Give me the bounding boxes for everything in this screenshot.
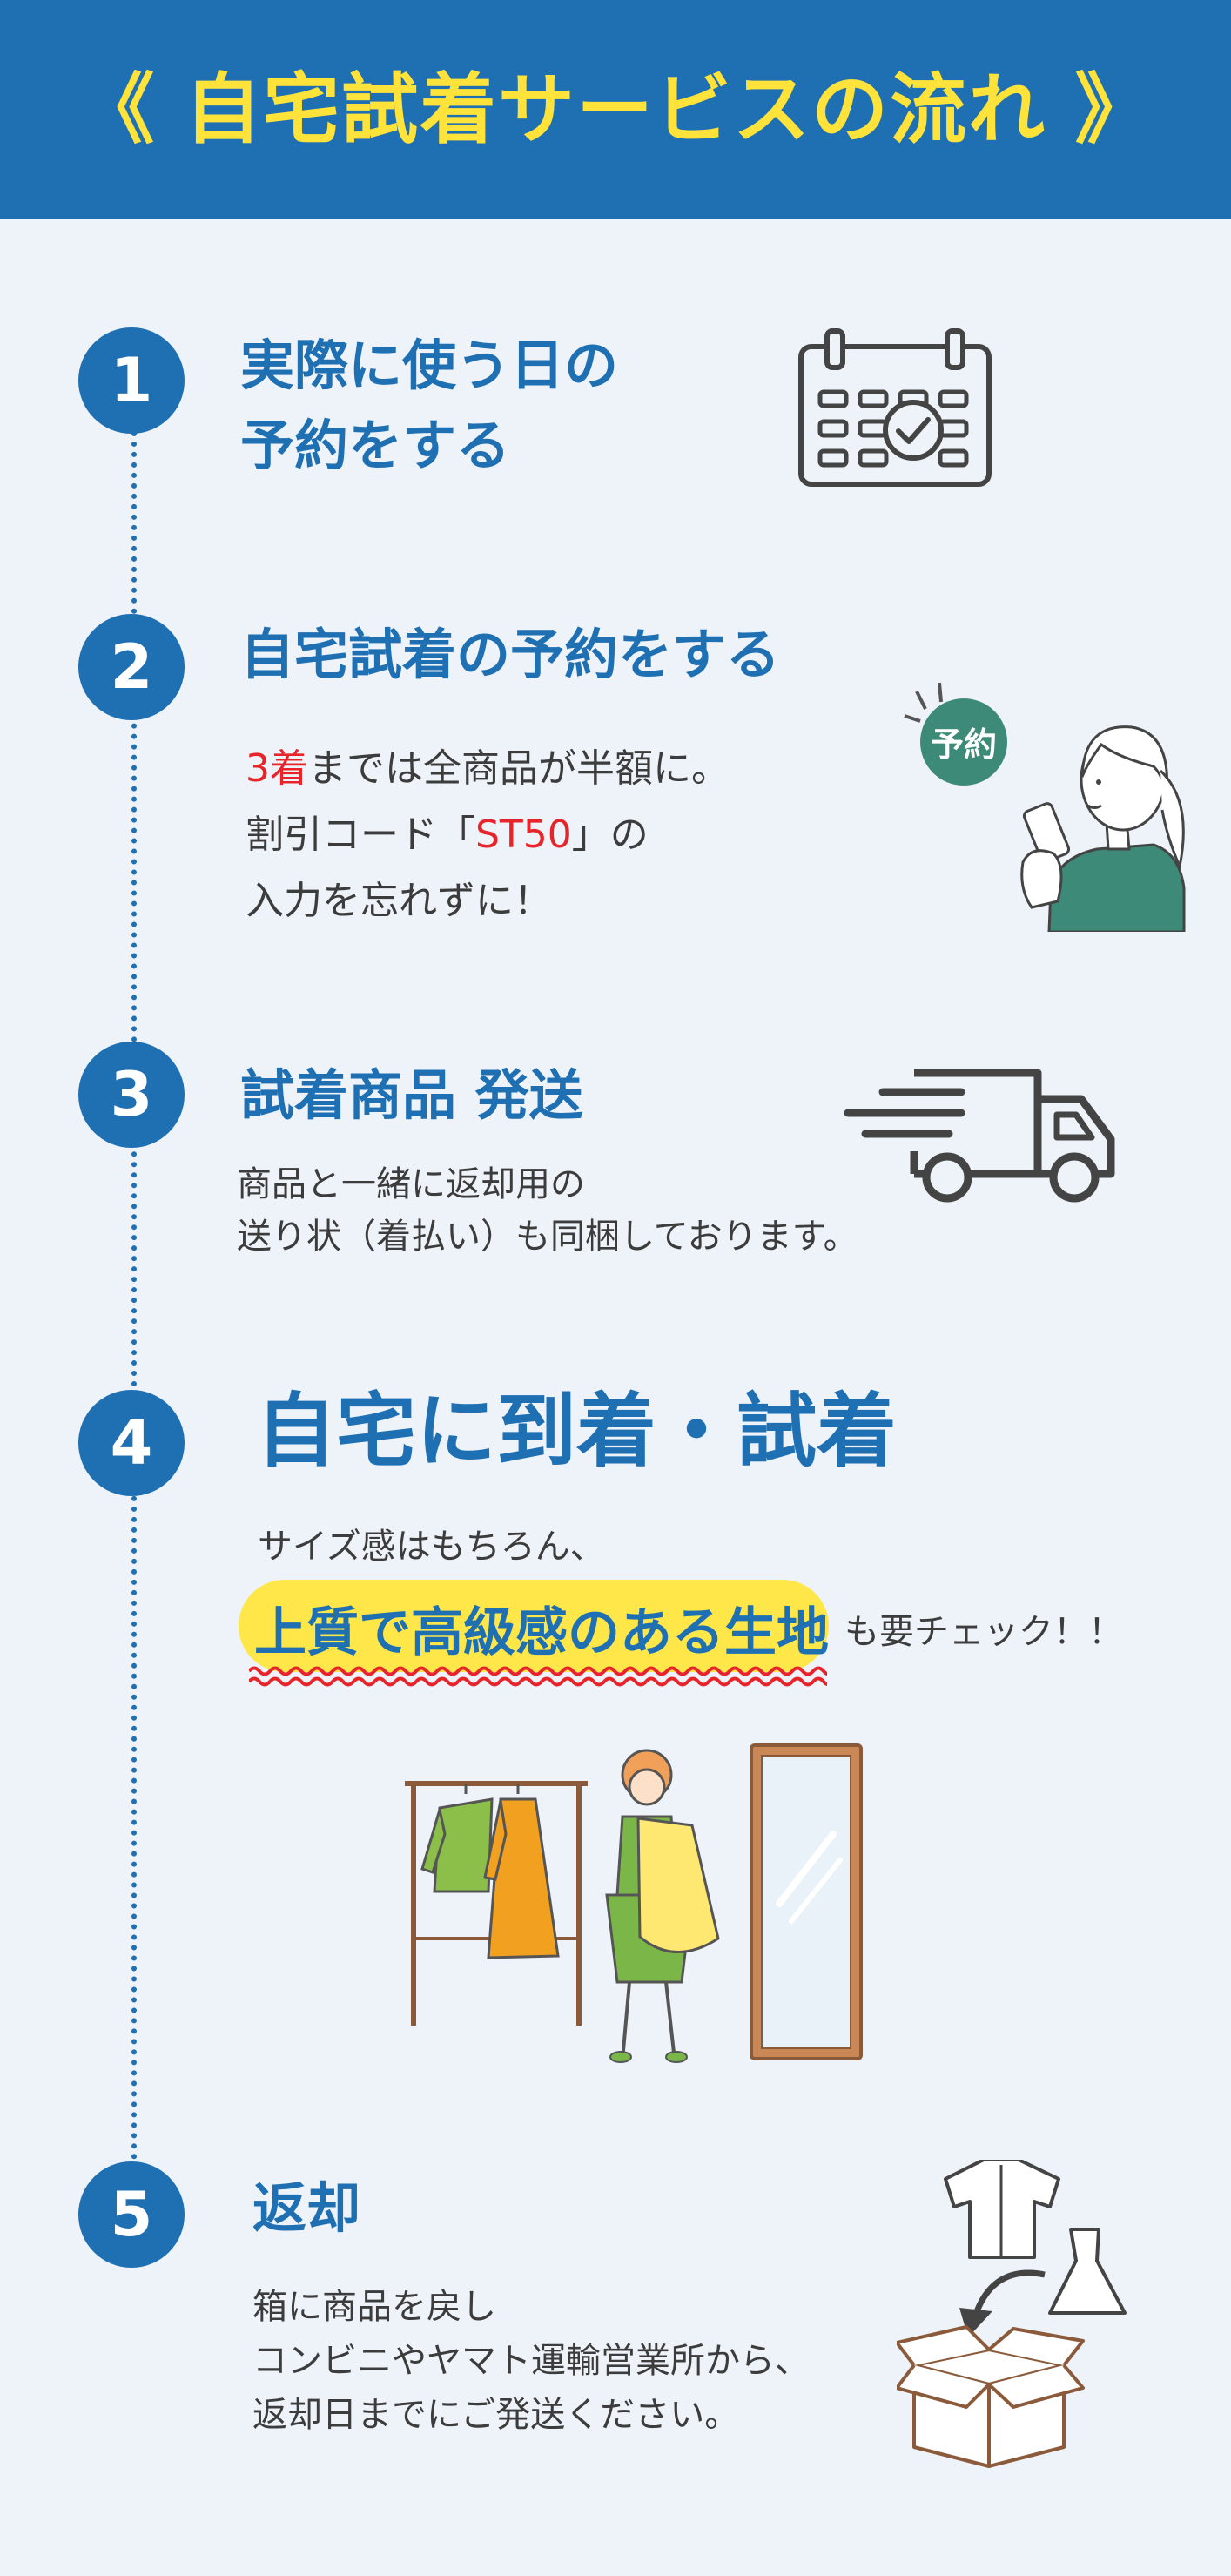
highlight-text: 上質で高級感のある生地 (254, 1602, 829, 1663)
delivery-truck-icon (844, 1069, 1115, 1203)
step-3-text-line2: 送り状（着払い）も同梱しております。 (237, 1217, 858, 1257)
reservation-badge-text: 予約 (931, 725, 997, 764)
timeline-dotted-line (131, 379, 137, 2182)
step-4-title: 自宅に到着・試着 (256, 1385, 898, 1478)
step-5-text-line1: 箱に商品を戻し (252, 2287, 496, 2327)
step-2-text-line3: 入力を忘れずに！ (246, 879, 552, 923)
discount-code: ST50 (475, 813, 572, 857)
step-2-text-line2-prefix: 割引コード「 (246, 813, 475, 857)
step-1-number-badge: 1 (78, 327, 185, 434)
step-2-text-line1: 3着までは全商品が半額に。 (246, 736, 730, 802)
red-wavy-underline (249, 1666, 827, 1687)
step-4-highlight-suffix: も要チェック！！ (844, 1612, 1123, 1652)
step-3-description: 商品と一緒に返却用の 送り状（着払い）も同梱しております。 (237, 1158, 858, 1263)
step-2-number-badge: 2 (78, 614, 185, 720)
step-2-count: 3着 (246, 746, 308, 791)
step-5-title: 返却 (252, 2176, 361, 2240)
return-box-illustration (897, 2160, 1127, 2468)
step-2-text-line2: 割引コード「ST50」の (246, 802, 730, 868)
step-2-text-line2-suffix: 」の (571, 813, 649, 857)
step-4-text-line1: サイズ感はもちろん、 (258, 1527, 605, 1567)
step-3-number-badge: 3 (78, 1042, 185, 1148)
step-1-title-line1: 実際に使う日の (240, 334, 619, 397)
woman-with-phone-illustration: 予約 (904, 682, 1186, 932)
step-3-title: 試着商品 発送 (240, 1063, 583, 1127)
page-title: 《 自宅試着サービスの流れ 》 (77, 64, 1154, 154)
header-banner: 《 自宅試着サービスの流れ 》 (0, 0, 1231, 219)
step-1-title: 実際に使う日の 予約をする (240, 326, 618, 486)
highlight-pill (239, 1580, 829, 1672)
step-5-number-badge: 5 (78, 2161, 185, 2268)
step-3-text-line1: 商品と一緒に返却用の (237, 1164, 585, 1204)
calendar-check-icon (798, 328, 992, 487)
step-5-text-line3: 返却日までにご発送ください。 (252, 2395, 740, 2435)
step-5-description: 箱に商品を戻し コンビニやヤマト運輸営業所から、 返却日までにご発送ください。 (252, 2280, 810, 2442)
step-5-text-line2: コンビニやヤマト運輸営業所から、 (252, 2341, 810, 2381)
step-2-description: 3着までは全商品が半額に。 割引コード「ST50」の 入力を忘れずに！ (246, 736, 730, 934)
highlight-callout: 上質で高級感のある生地 (239, 1580, 839, 1693)
step-4-number-badge: 4 (78, 1390, 185, 1496)
step-2-text-line1-rest: までは全商品が半額に。 (308, 746, 730, 791)
step-2-title: 自宅試着の予約をする (240, 623, 781, 686)
fitting-room-illustration (405, 1743, 863, 2063)
step-1-title-line2: 予約をする (240, 414, 511, 477)
